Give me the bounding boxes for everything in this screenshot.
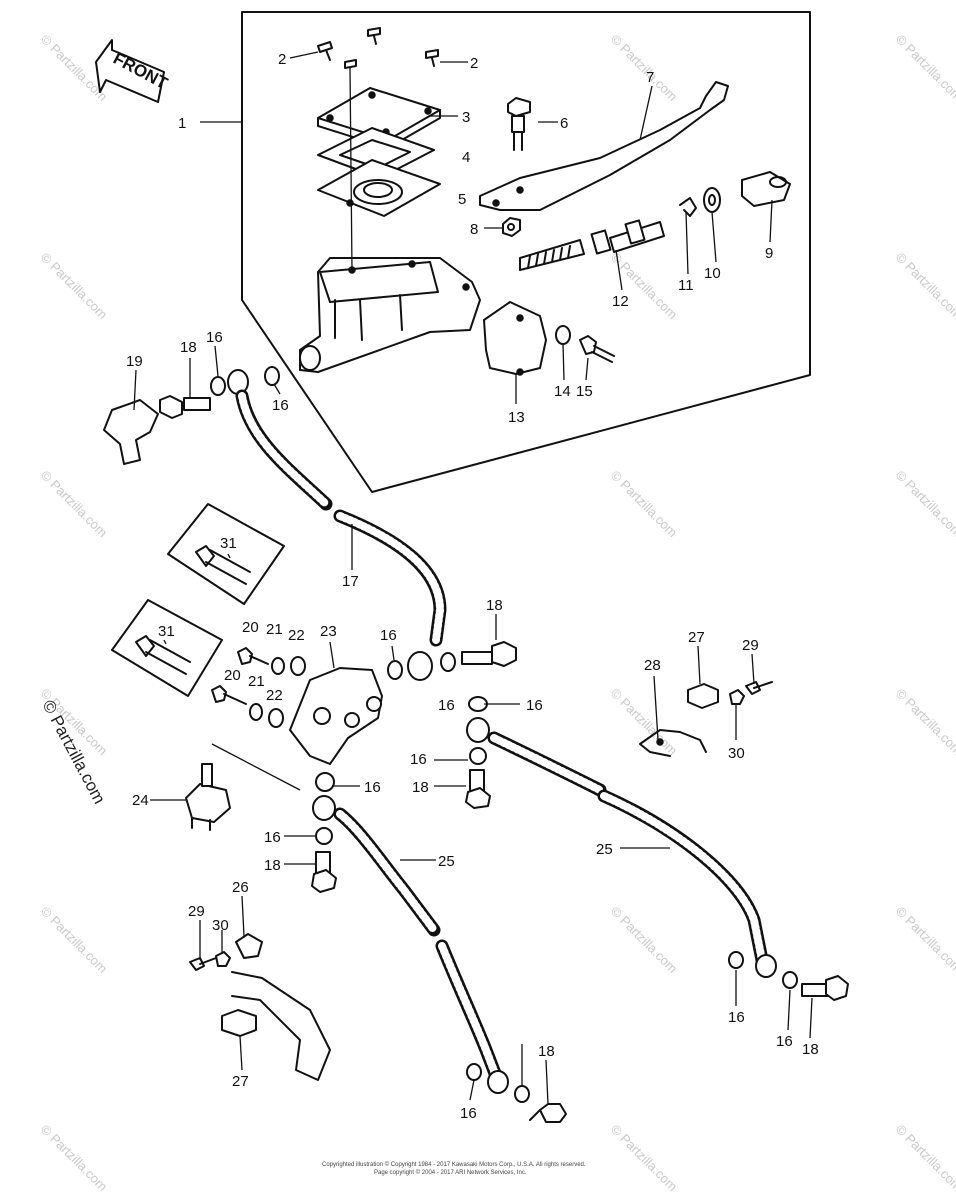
- watermark-text: © Partzilla.com: [38, 468, 111, 541]
- callout-12: 12: [612, 293, 629, 310]
- callout-14: 14: [554, 383, 571, 400]
- lower-left-hose: [311, 772, 567, 1123]
- callout-18: 18: [802, 1041, 819, 1058]
- callout-18: 18: [180, 339, 197, 356]
- callout-29: 29: [742, 637, 759, 654]
- callout-21: 21: [266, 621, 283, 638]
- callout-16: 16: [728, 1009, 745, 1026]
- callout-16: 16: [272, 397, 289, 414]
- callout-6: 6: [560, 115, 568, 132]
- callout-29: 29: [188, 903, 205, 920]
- callout-21: 21: [248, 673, 265, 690]
- watermark-text: © Partzilla.com: [38, 904, 111, 977]
- callout-16: 16: [264, 829, 281, 846]
- watermark-text: © Partzilla.com: [893, 686, 956, 759]
- watermark-text: © Partzilla.com: [893, 904, 956, 977]
- callout-16: 16: [410, 751, 427, 768]
- callout-18: 18: [538, 1043, 555, 1060]
- watermark-text: © Partzilla.com: [608, 468, 681, 541]
- joint-mount-hardware: [211, 647, 306, 728]
- leader-lines: [133, 51, 813, 1105]
- callout-16: 16: [460, 1105, 477, 1122]
- callout-1: 1: [178, 115, 186, 132]
- upper-brake-hose: [235, 389, 447, 681]
- piston-clip-and-boot: [679, 171, 791, 217]
- callout-31: 31: [220, 535, 237, 552]
- callout-23: 23: [320, 623, 337, 640]
- copyright-line-2: Page copyright © 2004 - 2017 ARI Network…: [374, 1169, 527, 1176]
- callout-25: 25: [596, 841, 613, 858]
- callout-15: 15: [576, 383, 593, 400]
- hose-bracket-right: [639, 681, 773, 757]
- watermark-text: © Partzilla.com: [38, 1122, 111, 1195]
- callout-22: 22: [266, 687, 283, 704]
- brake-light-switch: [185, 743, 301, 831]
- callout-16: 16: [206, 329, 223, 346]
- hose-bracket-left: [189, 933, 331, 1081]
- callout-19: 19: [126, 353, 143, 370]
- callout-30: 30: [212, 917, 229, 934]
- callout-27: 27: [232, 1073, 249, 1090]
- callout-16: 16: [364, 779, 381, 796]
- callout-3: 3: [462, 109, 470, 126]
- callout-10: 10: [704, 265, 721, 282]
- callout-30: 30: [728, 745, 745, 762]
- watermark-text: © Partzilla.com: [608, 32, 681, 105]
- bolt-box-upper: [167, 503, 285, 605]
- callout-2: 2: [470, 55, 478, 72]
- watermark-text: © Partzilla.com: [38, 250, 111, 323]
- callout-26: 26: [232, 879, 249, 896]
- callout-16: 16: [380, 627, 397, 644]
- callout-18: 18: [486, 597, 503, 614]
- watermark-text: © Partzilla.com: [608, 1122, 681, 1195]
- three-way-joint: [289, 667, 383, 765]
- callout-24: 24: [132, 792, 149, 809]
- watermark-text: © Partzilla.com: [893, 250, 956, 323]
- piston-assembly: [519, 219, 665, 271]
- assembly-outline: [241, 11, 811, 493]
- copyright-line-1: Copyrighted illustration © Copyright 198…: [322, 1161, 586, 1168]
- callout-7: 7: [646, 69, 654, 86]
- callout-16: 16: [438, 697, 455, 714]
- callout-8: 8: [470, 221, 478, 238]
- watermark-text: © Partzilla.com: [608, 904, 681, 977]
- watermark-text: © Partzilla.com: [893, 1122, 956, 1195]
- brake-lever: [479, 81, 729, 211]
- callout-2: 2: [278, 51, 286, 68]
- callout-11: 11: [678, 277, 694, 294]
- callout-16: 16: [526, 697, 543, 714]
- reservoir-cap: [317, 87, 441, 149]
- callout-17: 17: [342, 573, 359, 590]
- watermark-text: © Partzilla.com: [608, 250, 681, 323]
- callout-9: 9: [765, 245, 773, 262]
- cap-screws: [317, 27, 439, 271]
- watermark-text: © Partzilla.com: [893, 468, 956, 541]
- callout-20: 20: [224, 667, 241, 684]
- lower-right-hose: [465, 696, 849, 1001]
- callout-18: 18: [412, 779, 429, 796]
- callout-25: 25: [438, 853, 455, 870]
- callout-27: 27: [688, 629, 705, 646]
- bolt-box-lower: [111, 599, 223, 697]
- watermark-text: © Partzilla.com: [38, 32, 111, 105]
- callout-22: 22: [288, 627, 305, 644]
- callout-13: 13: [508, 409, 525, 426]
- callout-16: 16: [776, 1033, 793, 1050]
- callout-28: 28: [644, 657, 661, 674]
- callout-20: 20: [242, 619, 259, 636]
- callout-4: 4: [462, 149, 470, 166]
- banjo-cover-top: [103, 366, 280, 465]
- watermark-text: © Partzilla.com: [893, 32, 956, 105]
- lever-nut: [502, 217, 521, 237]
- diaphragm-plate: [317, 159, 441, 217]
- callout-18: 18: [264, 857, 281, 874]
- pivot-bolt: [507, 97, 531, 151]
- handlebar-clamp: [483, 301, 615, 376]
- callout-5: 5: [458, 191, 466, 208]
- master-cylinder-body: [299, 257, 481, 373]
- upper-banjo-bolt: [387, 641, 517, 680]
- callout-labels: 1 2 2 3 4 5 6 7 8 9 10 11 12 13 14 15 16…: [126, 51, 819, 1122]
- callout-31: 31: [158, 623, 175, 640]
